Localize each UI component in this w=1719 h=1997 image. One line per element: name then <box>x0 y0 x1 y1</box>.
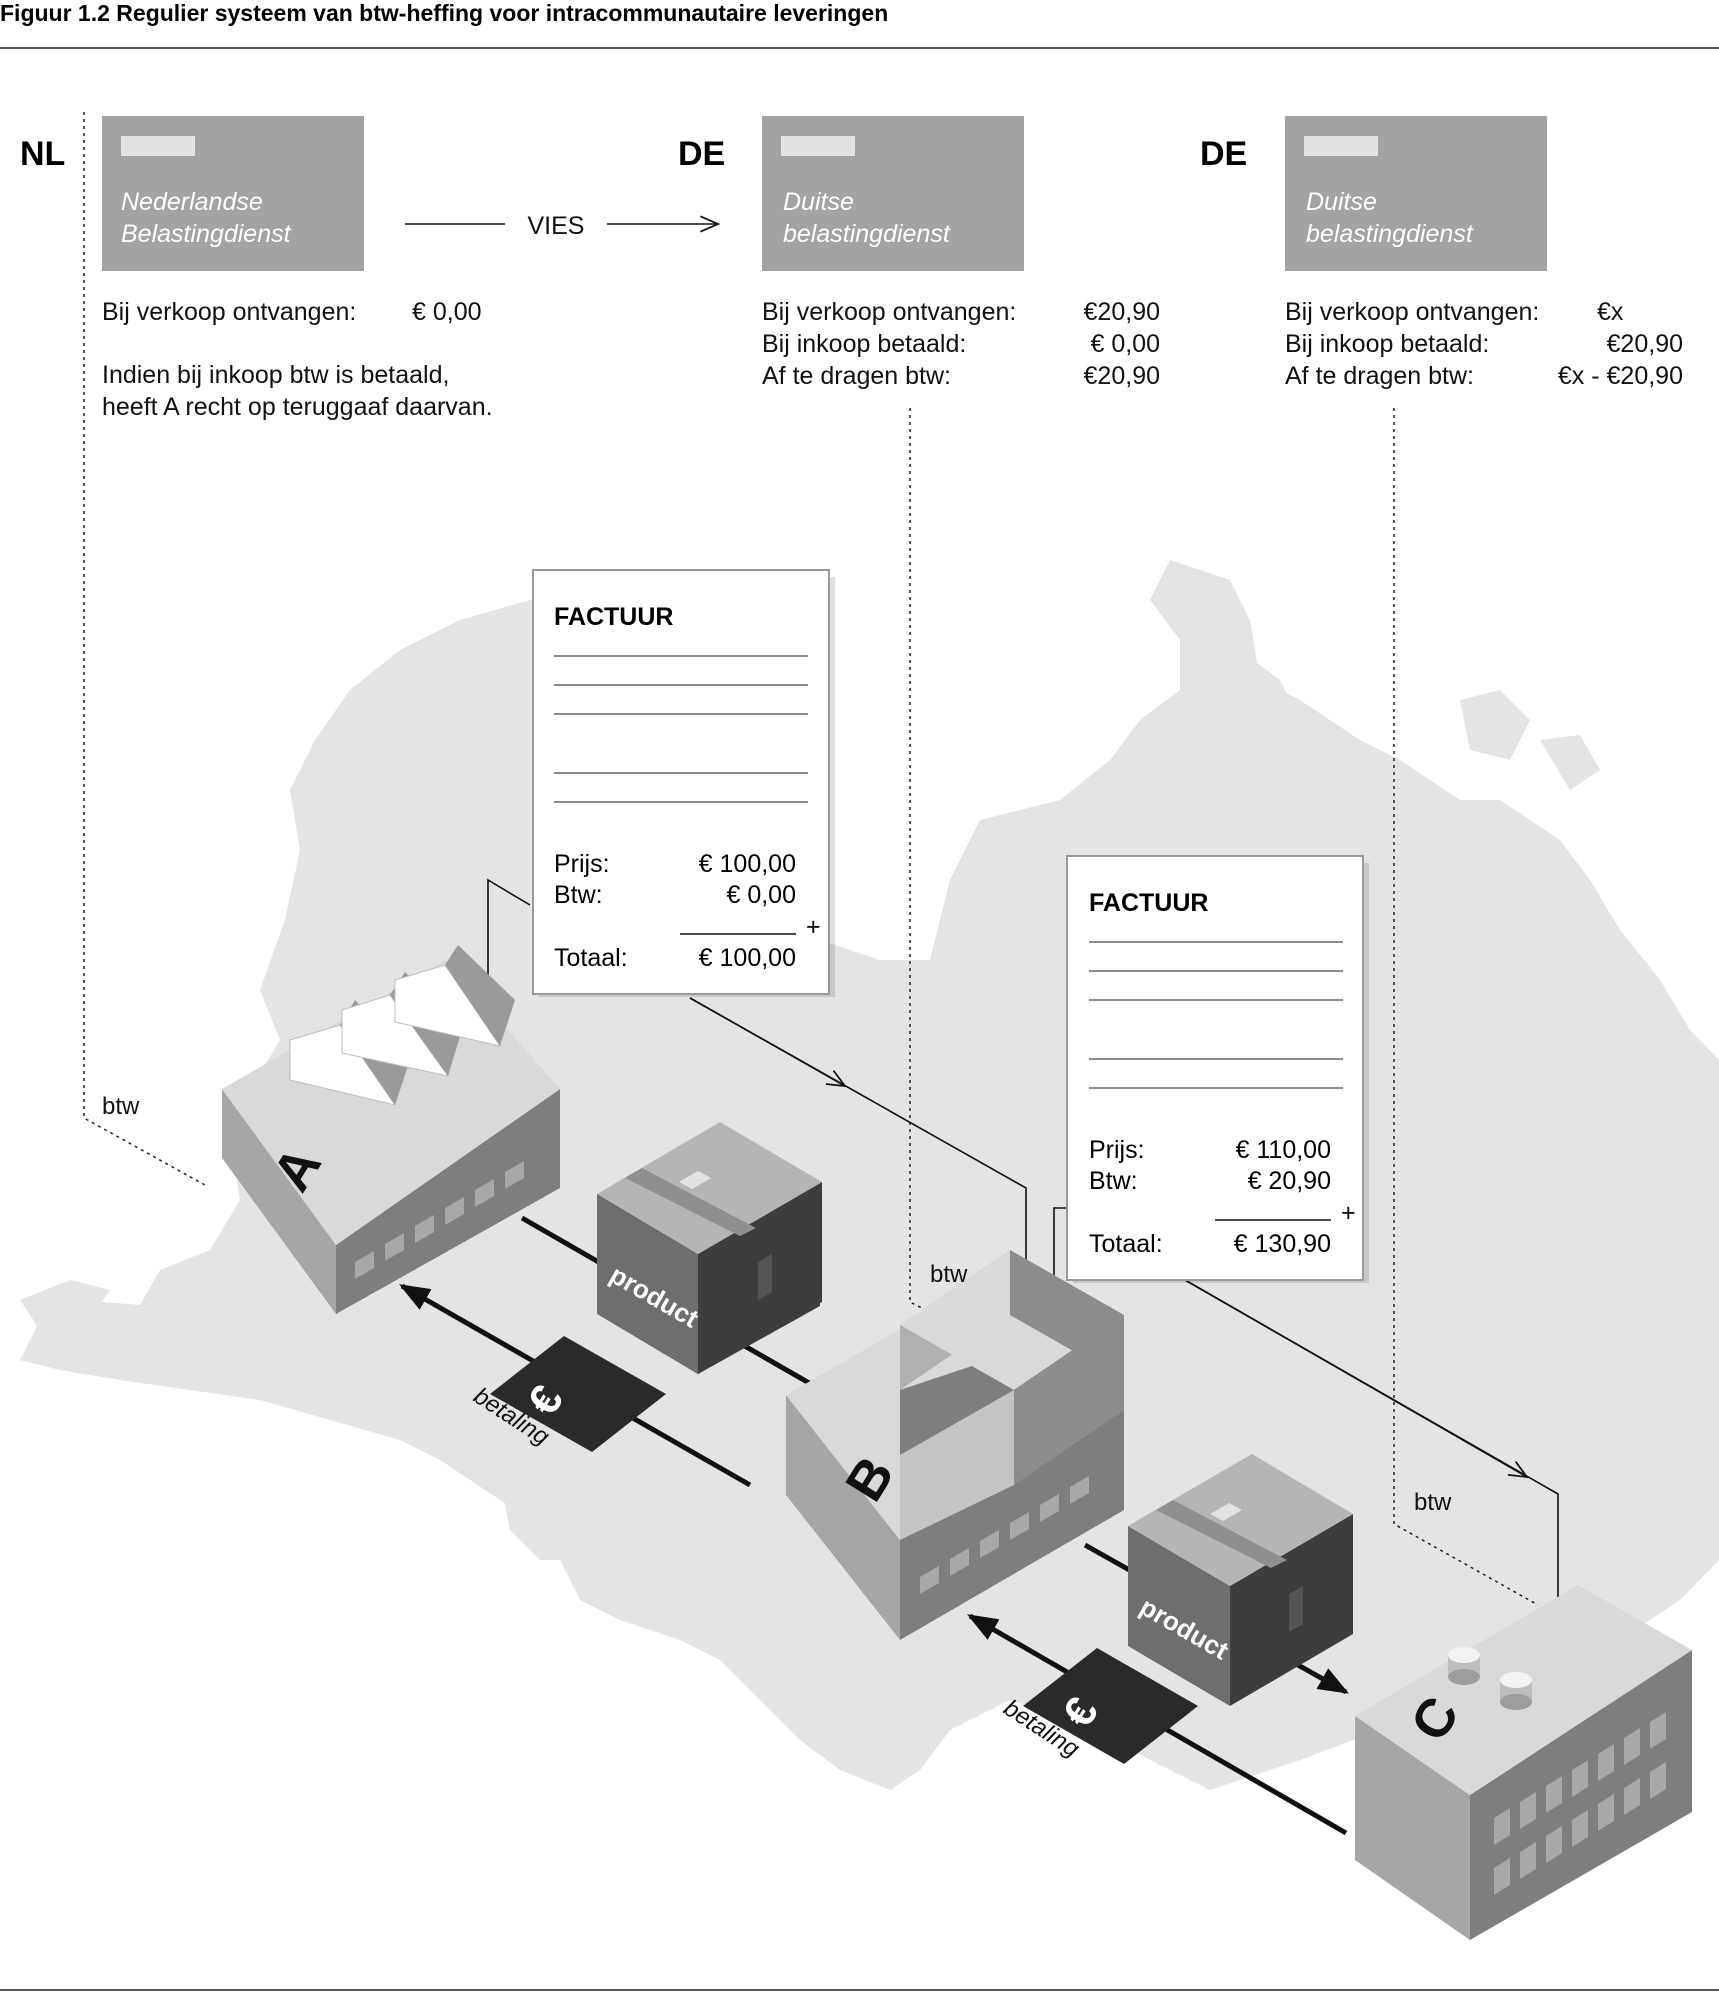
building-c: C <box>1355 1585 1692 1940</box>
invoice-b-vat-value: € 20,90 <box>1248 1167 1331 1195</box>
authority-name-nl-2: Belastingdienst <box>121 220 292 248</box>
invoice-b-total-label: Totaal: <box>1089 1230 1163 1258</box>
info-label-de1-0: Bij verkoop ontvangen: <box>762 298 1016 326</box>
btw-label-a: btw <box>102 1093 140 1120</box>
vies-connection: VIES <box>405 212 721 240</box>
btw-dotted-lines <box>83 112 1539 1606</box>
invoice-a-price-label: Prijs: <box>554 850 610 878</box>
building-a-right <box>336 1089 560 1314</box>
invoice-a: FACTUUR Prijs: € 100,00 Btw: € 0,00 + To… <box>532 569 835 997</box>
authority-name-de2-2: belastingdienst <box>1306 220 1474 248</box>
info-label-nl-0: Bij verkoop ontvangen: <box>102 298 356 326</box>
note-nl-1: Indien bij inkoop btw is betaald, <box>102 361 449 389</box>
invoice-a-paper <box>532 569 830 995</box>
authority-de-1: DE Duitse belastingdienst Bij verkoop on… <box>678 116 1160 390</box>
info-label-de1-2: Af te dragen btw: <box>762 362 951 390</box>
invoice-b-paper <box>1066 855 1364 1281</box>
country-label-de-1: DE <box>678 135 725 173</box>
authority-de-2: DE Duitse belastingdienst Bij verkoop on… <box>1200 116 1683 390</box>
payment-note-b-c-shape <box>1023 1648 1198 1764</box>
info-value-de1-2: €20,90 <box>1084 362 1160 390</box>
info-label-de2-2: Af te dragen btw: <box>1285 362 1474 390</box>
info-value-de2-2: €x - €20,90 <box>1558 362 1683 390</box>
info-label-de2-0: Bij verkoop ontvangen: <box>1285 298 1539 326</box>
invoice-b-arrow <box>1184 1279 1529 1479</box>
info-value-de1-0: €20,90 <box>1084 298 1160 326</box>
invoice-b-total-value: € 130,90 <box>1234 1230 1331 1258</box>
building-a-left <box>222 1089 336 1314</box>
invoice-a-plus: + <box>806 913 821 941</box>
info-label-de1-1: Bij inkoop betaald: <box>762 330 966 358</box>
authority-name-nl-1: Nederlandse <box>121 188 263 216</box>
info-value-de1-1: € 0,00 <box>1090 330 1160 358</box>
invoice-b-price-value: € 110,00 <box>1236 1136 1331 1164</box>
invoice-a-total-label: Totaal: <box>554 944 628 972</box>
info-value-nl-0: € 0,00 <box>412 298 482 326</box>
building-a: A <box>222 945 560 1314</box>
payment-note-a-b-shape <box>490 1336 666 1452</box>
vies-label: VIES <box>528 212 585 240</box>
building-c-left <box>1355 1716 1470 1940</box>
authority-tab-de-1 <box>781 136 855 156</box>
building-c-windows <box>1494 1712 1666 1895</box>
invoice-a-price-value: € 100,00 <box>699 850 796 878</box>
info-value-de2-1: €20,90 <box>1607 330 1683 358</box>
invoice-a-total-value: € 100,00 <box>699 944 796 972</box>
country-label-nl: NL <box>20 135 65 173</box>
building-c-chimneys <box>1448 1647 1532 1710</box>
figure-title: Figuur 1.2 Regulier systeem van btw-heff… <box>0 0 888 26</box>
info-label-de2-1: Bij inkoop betaald: <box>1285 330 1489 358</box>
invoice-a-lines <box>554 655 808 803</box>
authority-tab-nl <box>121 136 195 156</box>
authority-name-de1-2: belastingdienst <box>783 220 951 248</box>
authority-tab-de-2 <box>1304 136 1378 156</box>
invoice-a-vat-label: Btw: <box>554 881 603 909</box>
authority-name-de1-1: Duitse <box>783 188 854 216</box>
authority-nl: NL Nederlandse Belastingdienst Bij verko… <box>20 116 493 421</box>
invoice-b-title: FACTUUR <box>1089 889 1208 917</box>
invoice-a-arrow <box>689 997 847 1088</box>
btw-line-a <box>83 112 206 1186</box>
building-b-left <box>786 1395 900 1640</box>
country-label-de-2: DE <box>1200 135 1247 173</box>
note-nl-2: heeft A recht op teruggaaf daarvan. <box>102 393 493 421</box>
invoice-b-price-label: Prijs: <box>1089 1136 1145 1164</box>
btw-line-c <box>1393 408 1539 1606</box>
building-a-windows <box>355 1161 524 1279</box>
package-b-c: product <box>1128 1454 1353 1706</box>
authority-name-de2-1: Duitse <box>1306 188 1377 216</box>
invoice-b-lines <box>1089 941 1343 1089</box>
invoice-b-plus: + <box>1341 1199 1356 1227</box>
package-a-b: product <box>597 1122 822 1374</box>
transaction-b-c: product € betaling <box>967 1454 1353 1836</box>
invoice-a-vat-value: € 0,00 <box>726 881 796 909</box>
invoice-a-title: FACTUUR <box>554 603 673 631</box>
building-b: B <box>786 1250 1124 1640</box>
info-value-de2-0: €x <box>1597 298 1624 326</box>
invoice-b-vat-label: Btw: <box>1089 1167 1138 1195</box>
building-b-windows <box>920 1476 1089 1594</box>
invoice-b: FACTUUR Prijs: € 110,00 Btw: € 20,90 + T… <box>1066 855 1369 1283</box>
btw-label-c: btw <box>1414 1489 1452 1516</box>
